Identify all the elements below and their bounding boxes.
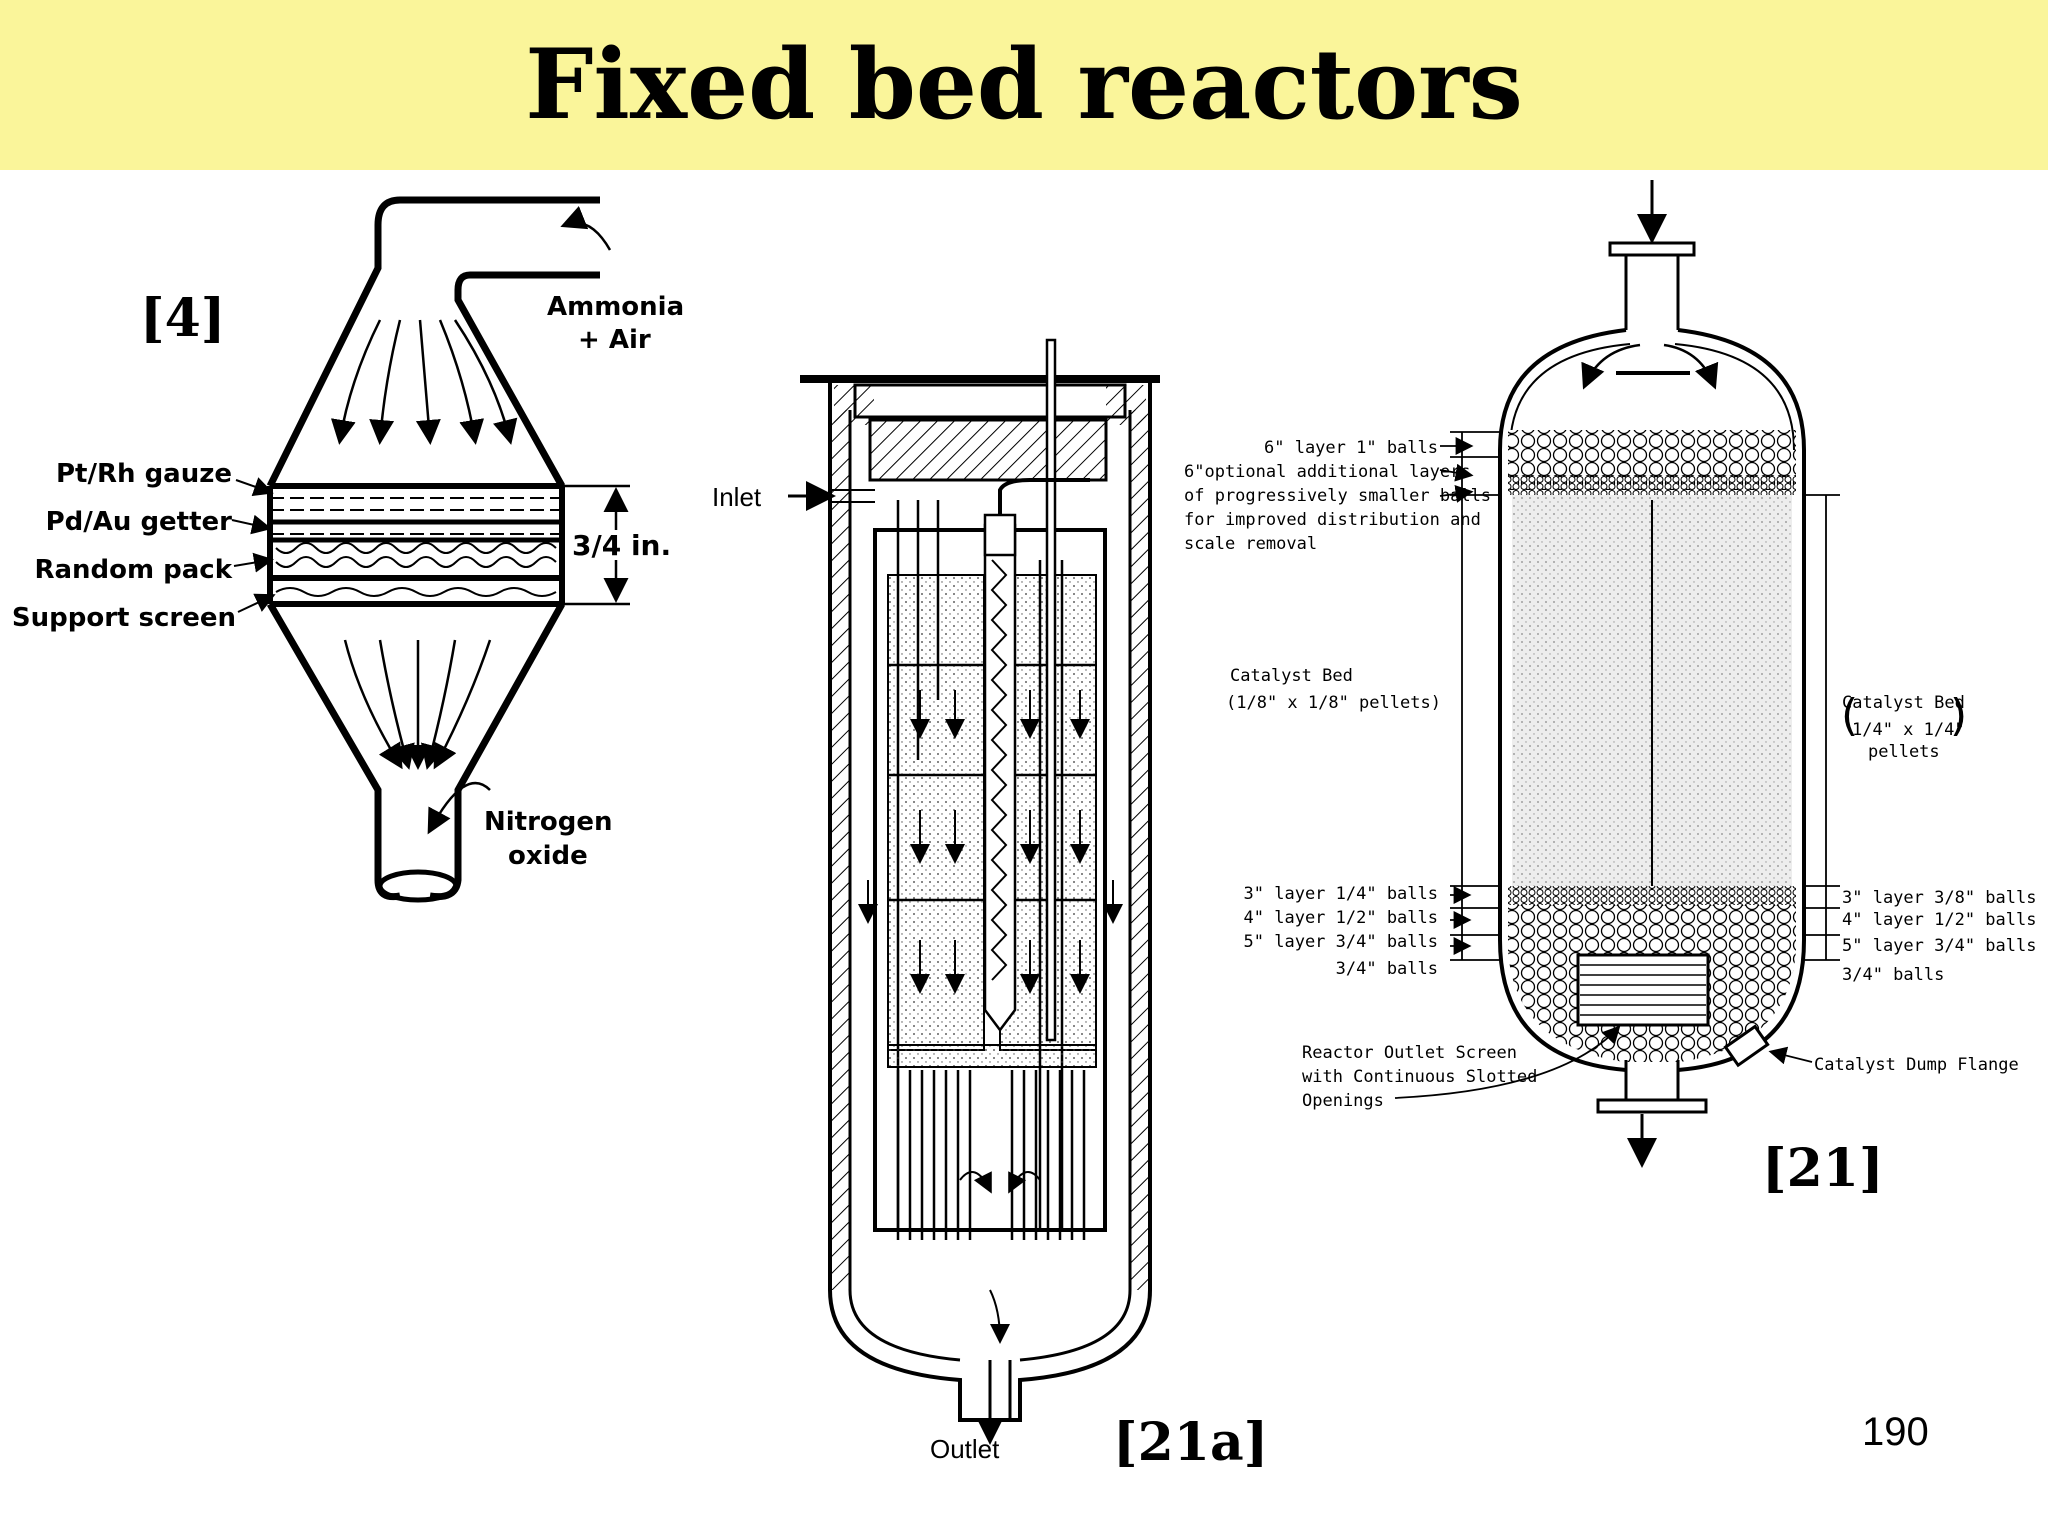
label-top-layer-1: 6" layer 1" balls — [1264, 438, 1438, 458]
slide-title: Fixed bed reactors — [525, 28, 1523, 141]
label-bed-right-2: 1/4" x 1/4" — [1852, 720, 1965, 740]
vessel-left-labels: 6" layer 1" balls 6"optional additional … — [1184, 438, 1537, 1111]
label-bottom-right-1: 3" layer 3/8" balls — [1842, 888, 2036, 908]
label-thickness: 3/4 in. — [572, 529, 671, 562]
label-gauze: Pt/Rh gauze — [56, 459, 232, 489]
label-nitrogen: Nitrogen — [484, 807, 613, 837]
label-bottom-left-3: 5" layer 3/4" balls — [1244, 932, 1438, 952]
packed-vessel-diagram — [1394, 180, 1840, 1168]
label-outlet-screen-2: with Continuous Slotted — [1302, 1067, 1537, 1087]
reference-21a: [21a] — [1113, 1412, 1268, 1473]
title-bar — [0, 0, 2048, 170]
tubular-reactor-diagram — [788, 338, 1160, 1445]
label-bed-left-2: (1/8" x 1/8" pellets) — [1226, 693, 1441, 713]
label-ammonia: Ammonia — [547, 292, 684, 322]
label-bottom-left-4: 3/4" balls — [1336, 959, 1438, 979]
bracket-close: ) — [1950, 690, 1967, 741]
label-support-screen: Support screen — [12, 603, 236, 633]
reference-4: [4] — [140, 288, 225, 349]
label-bed-right-3: pellets — [1868, 742, 1940, 762]
label-bed-left-1: Catalyst Bed — [1230, 666, 1353, 686]
label-dump-flange: Catalyst Dump Flange — [1814, 1055, 2019, 1075]
page-number: 190 — [1862, 1410, 1929, 1454]
label-bottom-right-2: 4" layer 1/2" balls — [1842, 910, 2036, 930]
bracket-open: ( — [1841, 690, 1858, 741]
label-random-pack: Random pack — [34, 555, 232, 585]
label-bed-right-1: Catalyst Bed — [1842, 693, 1965, 713]
label-top-layer-3: of progressively smaller balls — [1184, 486, 1491, 506]
label-bottom-right-3: 5" layer 3/4" balls — [1842, 936, 2036, 956]
label-bottom-right-4: 3/4" balls — [1842, 965, 1944, 985]
label-top-layer-5: scale removal — [1184, 534, 1317, 554]
label-outlet-screen-1: Reactor Outlet Screen — [1302, 1043, 1517, 1063]
label-inlet: Inlet — [712, 482, 762, 512]
label-top-layer-4: for improved distribution and — [1184, 510, 1481, 530]
label-oxide: oxide — [508, 841, 588, 871]
label-outlet-screen-3: Openings — [1302, 1091, 1384, 1111]
label-bottom-left-1: 3" layer 1/4" balls — [1244, 884, 1438, 904]
label-outlet: Outlet — [930, 1434, 1000, 1464]
label-getter: Pd/Au getter — [46, 507, 233, 537]
vessel-right-labels: Catalyst Bed 1/4" x 1/4" pellets 3" laye… — [1814, 693, 2036, 1075]
label-bottom-left-2: 4" layer 1/2" balls — [1244, 908, 1438, 928]
ammonia-reactor-diagram — [231, 196, 630, 903]
reference-21: [21] — [1762, 1138, 1884, 1199]
label-air: + Air — [578, 325, 651, 355]
label-top-layer-2: 6"optional additional layers — [1184, 462, 1471, 482]
